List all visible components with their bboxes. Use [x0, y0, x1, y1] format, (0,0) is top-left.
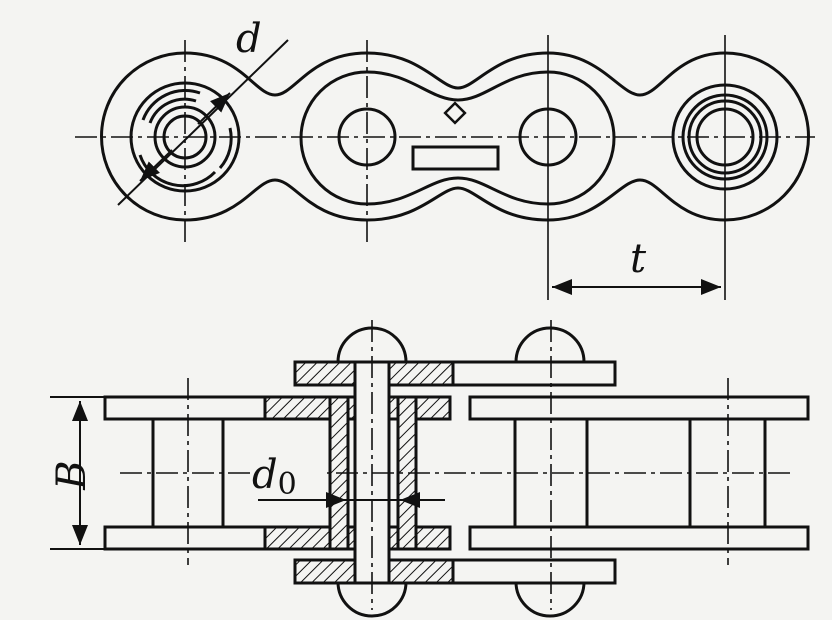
- pitch-label: t: [630, 236, 647, 282]
- bottom-centerlines: [120, 320, 790, 610]
- slot-mark: [411, 145, 500, 171]
- inner-plate-outline: [299, 70, 616, 206]
- width-dimension: [50, 396, 105, 550]
- bottom-view: [103, 326, 810, 618]
- section-hatching: [263, 360, 455, 585]
- width-label: B: [49, 460, 95, 490]
- pin-head-top-right: [514, 326, 586, 364]
- diamond-mark: [443, 101, 467, 125]
- pin-diameter-label: d: [236, 16, 262, 62]
- pin-head-top-left: [336, 326, 408, 364]
- pin-head-bottom-right: [514, 580, 586, 618]
- top-centerlines: [75, 35, 815, 300]
- right-plate-bottom: [468, 525, 810, 551]
- right-plate-top: [468, 395, 810, 421]
- bushing-diameter-label: d0: [252, 452, 297, 502]
- pin-diameter-dimension: [117, 39, 289, 206]
